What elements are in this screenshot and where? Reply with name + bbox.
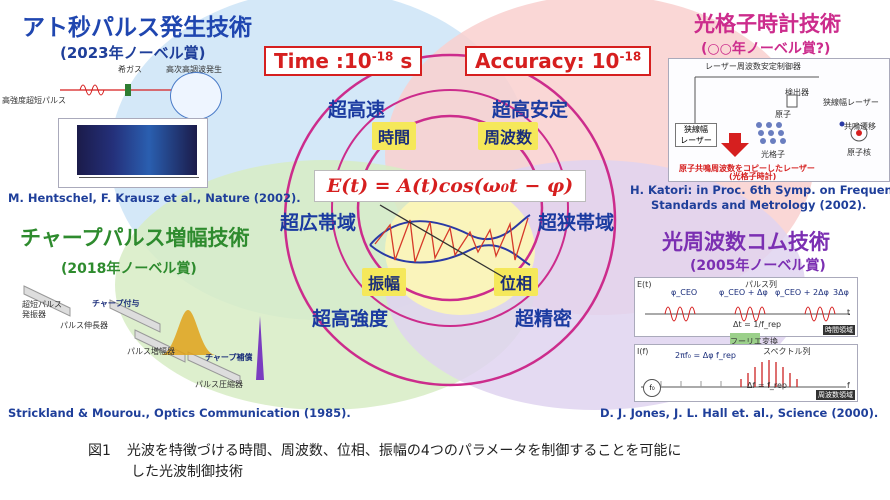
comb-freq-panel: I(f) スペクトル列 2πf₀ = Δφ f_rep Δf = f_rep f… <box>634 344 858 402</box>
comb-fourier-arrow <box>730 333 760 347</box>
comb-frep-label: Δf = f_rep <box>747 381 788 390</box>
lattice-laser-box: 狭線幅 レーザー <box>675 123 717 147</box>
label-intensity: 超高強度 <box>312 308 389 330</box>
lattice-detector-label: 検出器 <box>785 88 809 97</box>
lattice-copy-laser-label: 原子共鳴周波数をコピーしたレーザー <box>679 164 815 173</box>
comb-if-label: I(f) <box>637 347 649 356</box>
comb-pulse-train-graphic <box>645 306 850 322</box>
comb-f0-marker: f₀ <box>643 379 661 397</box>
attosecond-ref: M. Hentschel, F. Krausz et al., Nature (… <box>8 191 301 205</box>
lattice-narrow-laser-label: 狭線幅レーザー <box>823 98 879 107</box>
attosecond-hhg-label: 高次高調波発生 <box>166 65 222 74</box>
accuracy-box: Accuracy: 10-18 <box>465 46 652 76</box>
param-time: 時間 <box>372 122 417 150</box>
chirped-chirp-add-label: チャープ付与 <box>92 299 140 308</box>
comb-phi2-label: φ_CEO + 2Δφ <box>775 288 829 297</box>
comb-spectrum-label: スペクトル列 <box>763 347 811 356</box>
comb-phi-ceo-label: φ_CEO <box>671 288 698 297</box>
caption-label: 図1 <box>88 443 111 459</box>
lattice-ref-line2: Standards and Metrology (2002). <box>651 198 867 212</box>
chirped-stretcher-label: パルス伸長器 <box>60 321 108 330</box>
label-narrowband: 超狭帯域 <box>538 212 615 234</box>
chirped-subtitle: (2018年ノーベル賞) <box>61 261 197 277</box>
comb-freq-domain-tag: 周波数領域 <box>816 390 855 400</box>
chirped-ref: Strickland & Mourou., Optics Communicati… <box>8 406 351 420</box>
lattice-title: 光格子時計技術 <box>694 12 841 36</box>
comb-pulse-train-label: パルス列 <box>745 280 777 289</box>
chirped-comp-label: チャープ補償 <box>205 353 253 362</box>
comb-delta-phi-label: 2πf₀ = Δφ f_rep <box>675 351 736 360</box>
attosecond-pulse-label: 高強度超短パルス <box>2 96 66 105</box>
comb-delta-t-label: Δt = 1/f_rep <box>733 320 782 329</box>
param-phase: 位相 <box>494 268 539 296</box>
lattice-ref-line1: H. Katori: in Proc. 6th Symp. on Frequen… <box>630 183 890 197</box>
equation-box: E(t) = A(t)cos(ω₀t − φ) <box>314 170 586 202</box>
lattice-clock-laser-label: (光格子時計) <box>729 172 777 181</box>
chirped-oscillator-label: 超短パルス 発振器 <box>22 300 62 319</box>
lattice-atom-label: 原子 <box>775 110 791 119</box>
chirped-diagram <box>23 285 264 385</box>
lattice-nucleus-label: 原子核 <box>847 148 871 157</box>
wave-graphic <box>369 204 531 279</box>
chirped-title: チャープパルス増幅技術 <box>20 226 250 250</box>
chirped-compressor-label: パルス圧縮器 <box>195 380 243 389</box>
param-amplitude: 振幅 <box>362 268 407 296</box>
comb-phi3-label: 3Δφ <box>833 288 849 297</box>
attosecond-spectrogram <box>58 118 208 188</box>
lattice-stabilizer-label: レーザー周波数安定制御器 <box>705 62 801 71</box>
comb-time-domain-tag: 時間領域 <box>823 325 855 335</box>
chirped-amplifier-label: パルス増幅器 <box>127 347 175 356</box>
caption-line1: 光波を特徴づける時間、周波数、位相、振幅の4つのパラメータを制御することを可能に <box>126 443 682 459</box>
comb-et-label: E(t) <box>637 280 652 289</box>
attosecond-gas-label: 希ガス <box>118 65 142 74</box>
comb-time-panel: E(t) パルス列 φ_CEO φ_CEO + Δφ φ_CEO + 2Δφ 3… <box>634 277 858 337</box>
equation-text: E(t) = A(t)cos(ω₀t − φ) <box>326 175 574 197</box>
figure-caption: 図1 光波を特徴づける時間、周波数、位相、振幅の4つのパラメータを制御することを可… <box>88 441 681 483</box>
param-frequency: 周波数 <box>478 122 539 150</box>
lattice-lattice-graphic <box>694 76 868 157</box>
time-box: Time :10-18 s <box>264 46 423 76</box>
comb-subtitle: (2005年ノーベル賞) <box>690 258 826 274</box>
attosecond-bubble <box>170 72 222 120</box>
lattice-subtitle: (○○年ノーベル賞?) <box>701 41 831 57</box>
comb-t-label: t <box>847 308 851 317</box>
comb-fourier-label: フーリエ変換 <box>730 337 778 346</box>
attosecond-title: アト秒パルス発生技術 <box>22 15 252 41</box>
label-ultrafast: 超高速 <box>328 99 386 121</box>
label-broadband: 超広帯域 <box>280 212 357 234</box>
comb-ref: D. J. Jones, J. L. Hall et. al., Science… <box>600 406 879 420</box>
comb-f-label: f <box>847 381 850 390</box>
lattice-transition-label: 共鳴遷移 <box>844 122 876 131</box>
comb-phi1-label: φ_CEO + Δφ <box>719 288 768 297</box>
lattice-label: 光格子 <box>761 150 785 159</box>
attosecond-subtitle: (2023年ノーベル賞) <box>60 44 206 62</box>
comb-title: 光周波数コム技術 <box>662 230 830 254</box>
caption-line2: した光波制御技術 <box>131 464 243 480</box>
comb-spectrum-graphic <box>641 360 846 388</box>
lattice-diagram: レーザー周波数安定制御器 検出器 狭線幅レーザー 光格子 原子 共鳴遷移 原子核… <box>668 58 890 182</box>
label-precision: 超精密 <box>515 308 573 330</box>
label-ultrastable: 超高安定 <box>492 99 569 121</box>
